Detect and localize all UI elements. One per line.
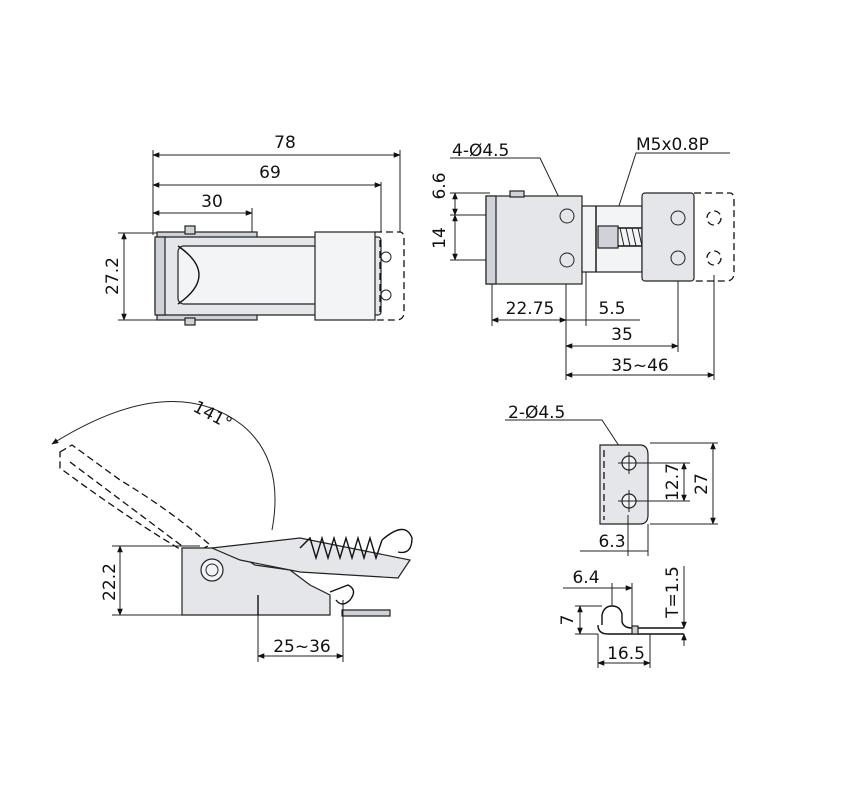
hook xyxy=(329,584,355,605)
label-35-46: 35~46 xyxy=(611,356,669,376)
side-view: 4-Ø4.5 M5x0.8P 6.6 14 22.75 5.5 35 35~46 xyxy=(430,135,735,380)
label-30: 30 xyxy=(201,192,223,212)
label-4-holes: 4-Ø4.5 xyxy=(452,141,509,161)
catch-plate xyxy=(599,444,649,525)
dim-arc-141 xyxy=(51,401,276,531)
open-view: 141° 22.2 25~36 xyxy=(51,397,413,662)
catch-front-view: 2-Ø4.5 12.7 27 6.3 xyxy=(505,403,718,556)
label-m5: M5x0.8P xyxy=(636,135,709,155)
leader-2-holes xyxy=(505,419,626,456)
label-6-6: 6.6 xyxy=(430,172,450,199)
label-5-5: 5.5 xyxy=(598,299,625,319)
label-12-7: 12.7 xyxy=(663,463,683,501)
catch-profile xyxy=(601,605,684,629)
top-view: 78 69 30 27.2 xyxy=(103,133,405,326)
label-2-holes: 2-Ø4.5 xyxy=(508,403,565,423)
label-14: 14 xyxy=(430,227,450,249)
label-25-36: 25~36 xyxy=(273,637,331,657)
label-35: 35 xyxy=(611,325,633,345)
label-27-2: 27.2 xyxy=(103,257,123,295)
open-view-lever xyxy=(209,537,411,579)
catch-side-view: 6.4 7 16.5 T=1.5 xyxy=(558,566,687,668)
label-22-75: 22.75 xyxy=(506,299,555,319)
label-t-1-5: T=1.5 xyxy=(663,566,683,619)
label-78: 78 xyxy=(274,133,296,153)
spring xyxy=(299,535,383,561)
label-22-2: 22.2 xyxy=(100,563,120,601)
label-141: 141° xyxy=(190,397,236,434)
leader-4-holes xyxy=(450,157,567,213)
label-6-3: 6.3 xyxy=(598,532,625,552)
label-7: 7 xyxy=(558,615,578,626)
label-6-4: 6.4 xyxy=(572,568,599,588)
open-lever-outline xyxy=(59,444,212,556)
label-27: 27 xyxy=(692,473,712,495)
label-69: 69 xyxy=(259,163,281,183)
label-16-5: 16.5 xyxy=(607,644,645,664)
